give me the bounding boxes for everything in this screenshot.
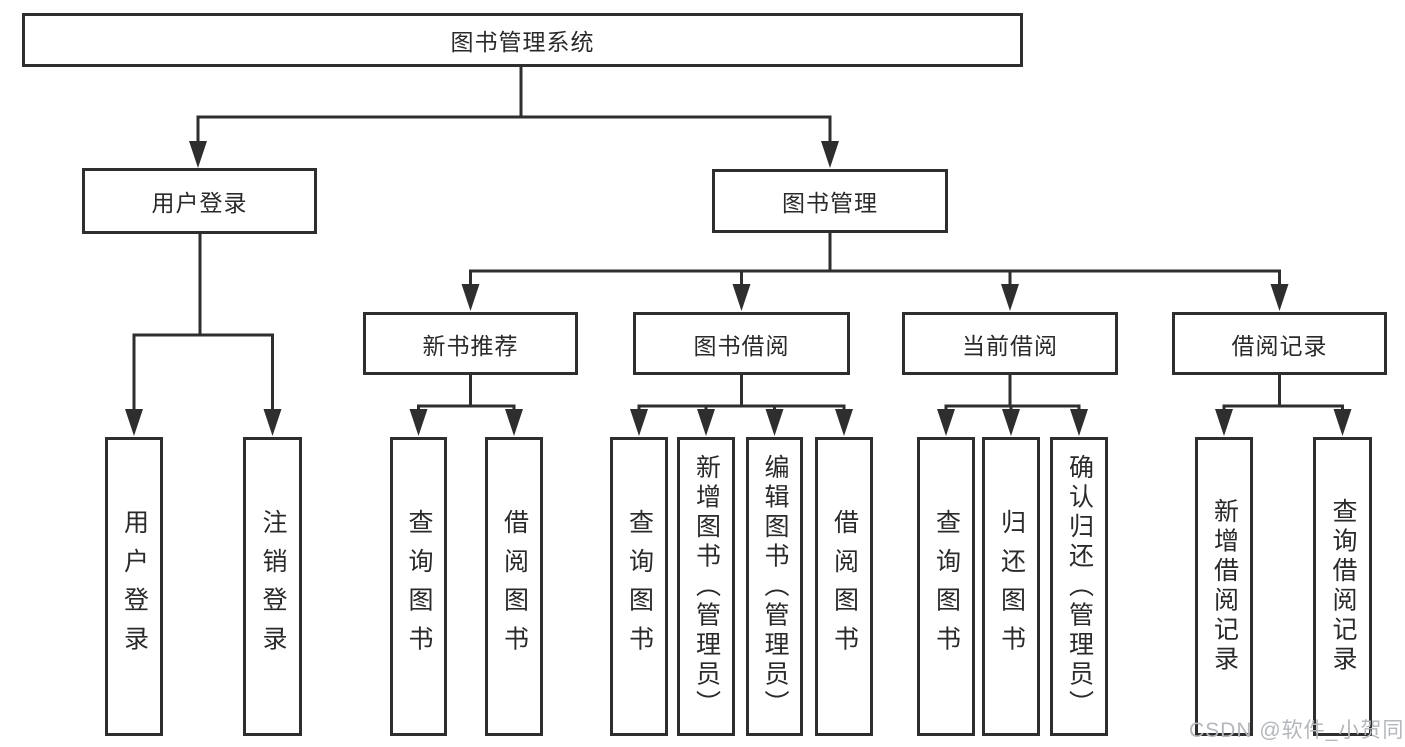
node-book-management: 图书管理 bbox=[712, 169, 948, 233]
node-label: 借阅图书 bbox=[500, 509, 529, 664]
node-label: 注销登录 bbox=[259, 509, 287, 664]
node-label: 查询图书 bbox=[625, 509, 654, 664]
node-current-borrow: 当前借阅 bbox=[902, 312, 1118, 375]
node-leaf-query-books-recommend: 查询图书 bbox=[390, 437, 447, 736]
node-book-borrow: 图书借阅 bbox=[633, 312, 850, 375]
node-leaf-user-login: 用户登录 bbox=[105, 437, 163, 736]
node-label: 新书推荐 bbox=[422, 332, 519, 359]
node-label: 新增借阅记录 bbox=[1210, 498, 1239, 675]
node-leaf-borrow-books-recommend: 借阅图书 bbox=[485, 437, 543, 736]
node-leaf-logout: 注销登录 bbox=[243, 437, 302, 736]
node-label: 图书管理系统 bbox=[450, 29, 595, 55]
csdn-watermark: CSDN @软件_小贺同学 bbox=[1189, 719, 1405, 742]
node-label: 新增图书（管理员） bbox=[692, 453, 721, 720]
node-leaf-return-books: 归还图书 bbox=[982, 437, 1040, 736]
node-label: 当前借阅 bbox=[962, 332, 1058, 359]
node-label: 查询图书 bbox=[932, 509, 961, 664]
node-leaf-query-books-current: 查询图书 bbox=[917, 437, 975, 736]
node-leaf-query-borrow-record: 查询借阅记录 bbox=[1313, 437, 1372, 736]
node-label: 确认归还（管理员） bbox=[1065, 453, 1094, 720]
node-leaf-borrow-books: 借阅图书 bbox=[815, 437, 873, 736]
node-label: 借阅图书 bbox=[830, 509, 859, 664]
node-borrow-record: 借阅记录 bbox=[1172, 312, 1387, 375]
node-label: 编辑图书（管理员） bbox=[761, 453, 789, 720]
node-user-login: 用户登录 bbox=[82, 168, 317, 234]
node-leaf-query-books-borrow: 查询图书 bbox=[610, 437, 668, 736]
node-leaf-add-books-admin: 新增图书（管理员） bbox=[677, 437, 735, 736]
node-label: 查询图书 bbox=[405, 509, 433, 664]
node-label: 查询借阅记录 bbox=[1329, 498, 1357, 675]
node-leaf-edit-books-admin: 编辑图书（管理员） bbox=[746, 437, 803, 736]
node-leaf-confirm-return-admin: 确认归还（管理员） bbox=[1050, 437, 1108, 736]
node-label: 用户登录 bbox=[151, 190, 248, 216]
node-label: 借阅记录 bbox=[1231, 332, 1328, 359]
node-root: 图书管理系统 bbox=[22, 13, 1023, 67]
node-leaf-add-borrow-record: 新增借阅记录 bbox=[1195, 437, 1253, 736]
node-label: 图书借阅 bbox=[693, 332, 790, 359]
node-label: 图书管理 bbox=[782, 190, 878, 216]
node-new-book-recommend: 新书推荐 bbox=[363, 312, 578, 375]
node-label: 归还图书 bbox=[997, 509, 1026, 664]
node-label: 用户登录 bbox=[120, 509, 149, 664]
